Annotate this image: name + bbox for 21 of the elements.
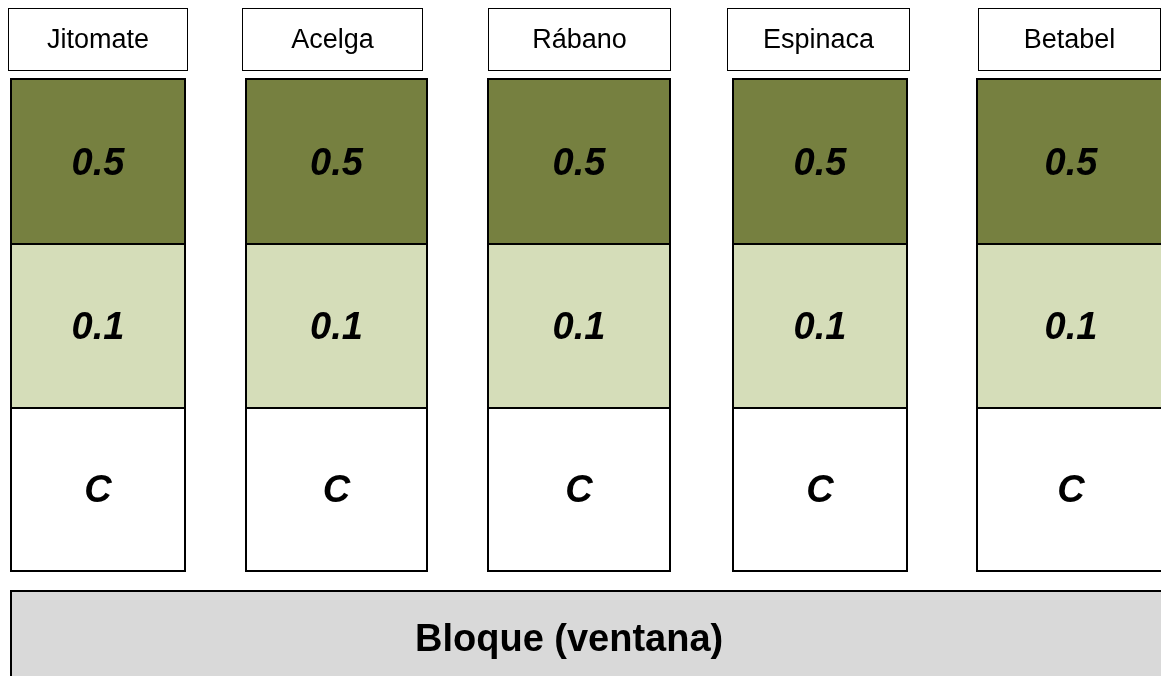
column-header: Rábano [488, 8, 671, 71]
bottom-layer-cell: C [10, 407, 186, 572]
top-layer-cell: 0.5 [976, 78, 1161, 246]
column-header: Espinaca [727, 8, 910, 71]
column-header: Acelga [242, 8, 423, 71]
middle-layer-cell: 0.1 [976, 243, 1161, 410]
middle-layer-cell: 0.1 [732, 243, 908, 410]
top-layer-cell: 0.5 [487, 78, 671, 246]
middle-layer-cell: 0.1 [487, 243, 671, 410]
top-layer-cell: 0.5 [732, 78, 908, 246]
column-header: Jitomate [8, 8, 188, 71]
middle-layer-cell: 0.1 [245, 243, 428, 410]
bottom-layer-cell: C [487, 407, 671, 572]
bottom-layer-cell: C [245, 407, 428, 572]
middle-layer-cell: 0.1 [10, 243, 186, 410]
bottom-layer-cell: C [732, 407, 908, 572]
top-layer-cell: 0.5 [10, 78, 186, 246]
top-layer-cell: 0.5 [245, 78, 428, 246]
column-header: Betabel [978, 8, 1161, 71]
block-band: Bloque (ventana) [10, 590, 1161, 676]
bottom-layer-cell: C [976, 407, 1161, 572]
